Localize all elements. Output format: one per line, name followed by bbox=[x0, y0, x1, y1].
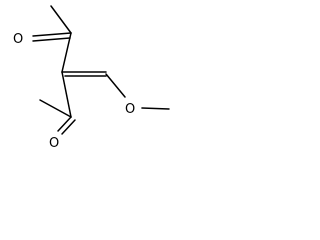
atom-label-o-ether: O bbox=[125, 102, 135, 117]
bond-c5-o-bottom-a bbox=[57, 116, 72, 132]
bond-c3-c5 bbox=[61, 71, 72, 118]
bond-ch-o-ether bbox=[105, 73, 126, 98]
bond-o-ether-methyl bbox=[141, 107, 170, 110]
bond-c1-c3 bbox=[61, 32, 72, 73]
atom-label-o-bottom: O bbox=[49, 136, 59, 150]
bond-c5-methyl-bottom bbox=[39, 99, 72, 118]
chemical-structure: O O O bbox=[13, 5, 170, 150]
bond-c1-methyl-top bbox=[50, 5, 72, 34]
bond-c1-o-top-b bbox=[32, 37, 71, 42]
bond-c1-o-top-a bbox=[32, 32, 72, 37]
bond-c5-o-bottom-b bbox=[61, 119, 76, 135]
atom-label-o-top: O bbox=[13, 32, 23, 47]
